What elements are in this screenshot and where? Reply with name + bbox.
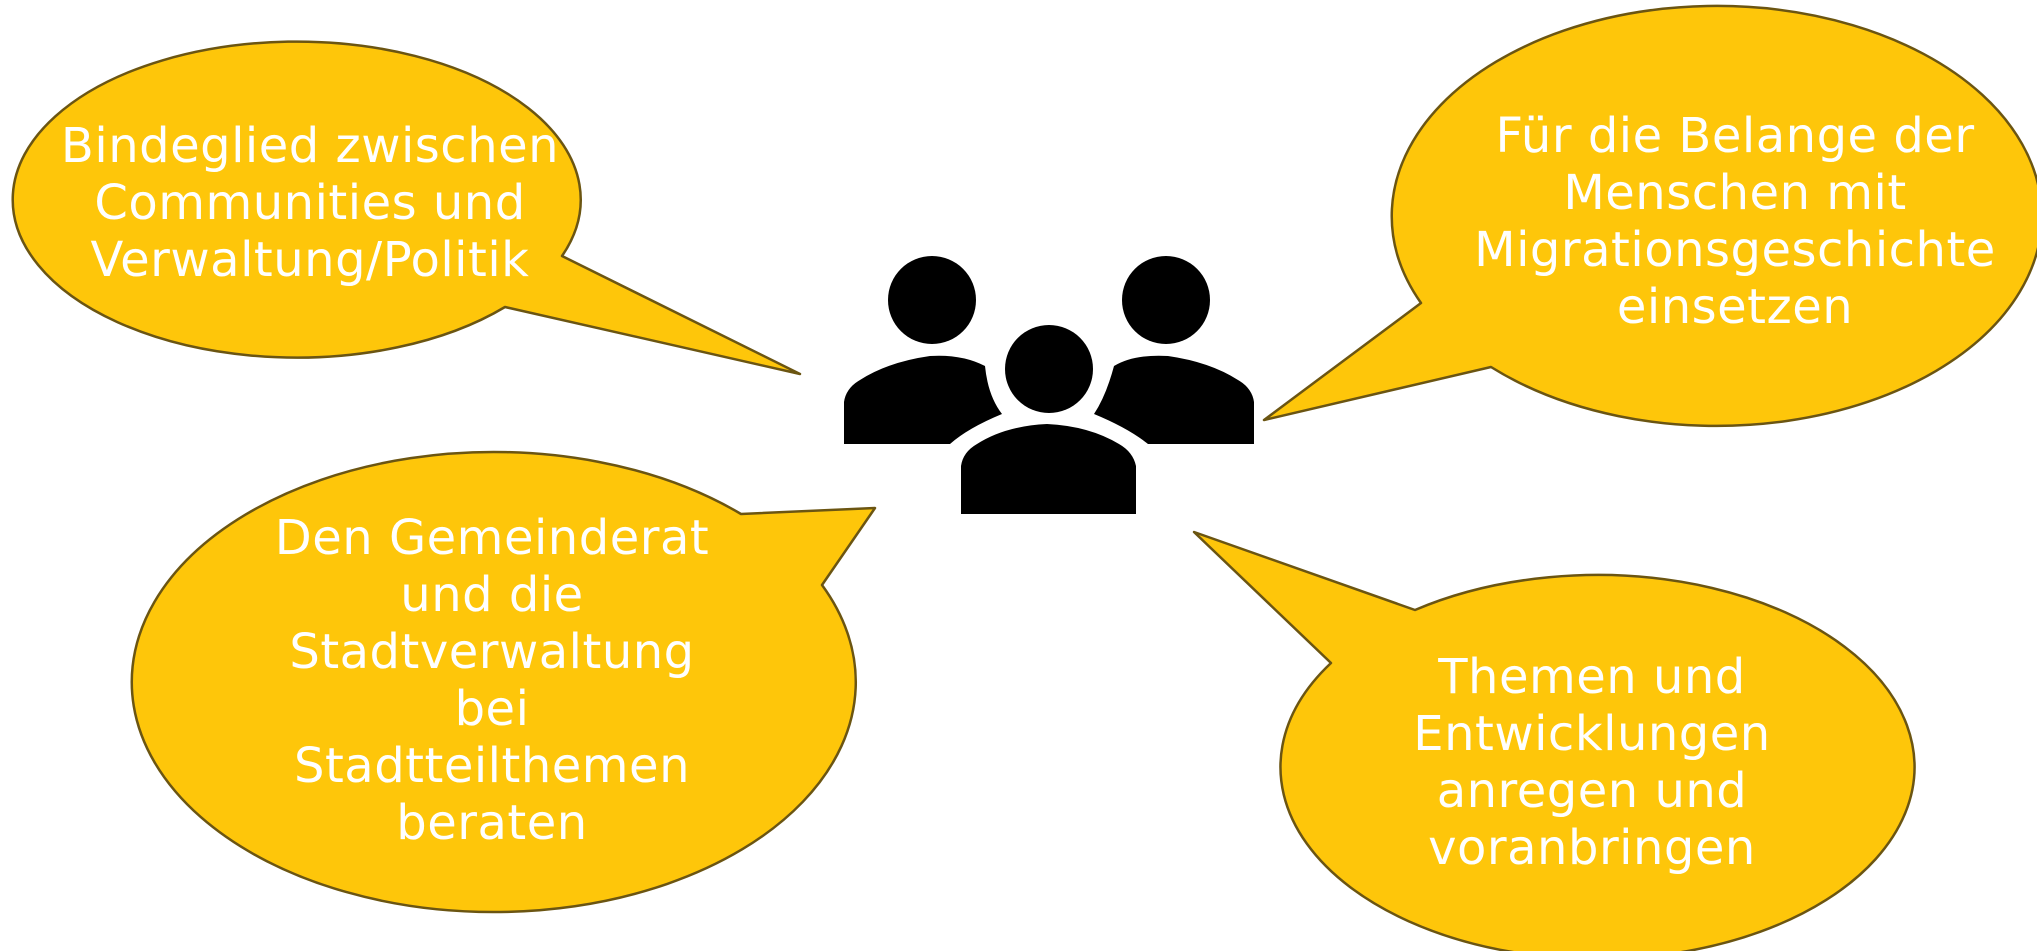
person-right-head bbox=[1122, 256, 1210, 344]
speech-bubble-bottom-right bbox=[1192, 530, 1916, 951]
person-center-head bbox=[1005, 325, 1093, 413]
bubble-text-top-right: Für die Belange der Menschen mit Migrati… bbox=[1474, 108, 1996, 335]
speech-bubble-top-left bbox=[11, 40, 802, 376]
bubble-text-top-left: Bindeglied zwischen Communities und Verw… bbox=[60, 118, 560, 288]
person-left-head bbox=[888, 256, 976, 344]
person-left-body bbox=[844, 355, 1002, 444]
bubble-text-bottom-right: Themen und Entwicklungen anregen und vor… bbox=[1413, 649, 1771, 876]
speech-bubble-bottom-left bbox=[130, 450, 877, 914]
bubble-text-bottom-left: Den Gemeinderat und die Stadtverwaltung … bbox=[274, 510, 710, 851]
person-center-body bbox=[961, 424, 1136, 514]
speech-bubble-top-right bbox=[1262, 4, 2037, 428]
person-right-body bbox=[1094, 355, 1254, 444]
